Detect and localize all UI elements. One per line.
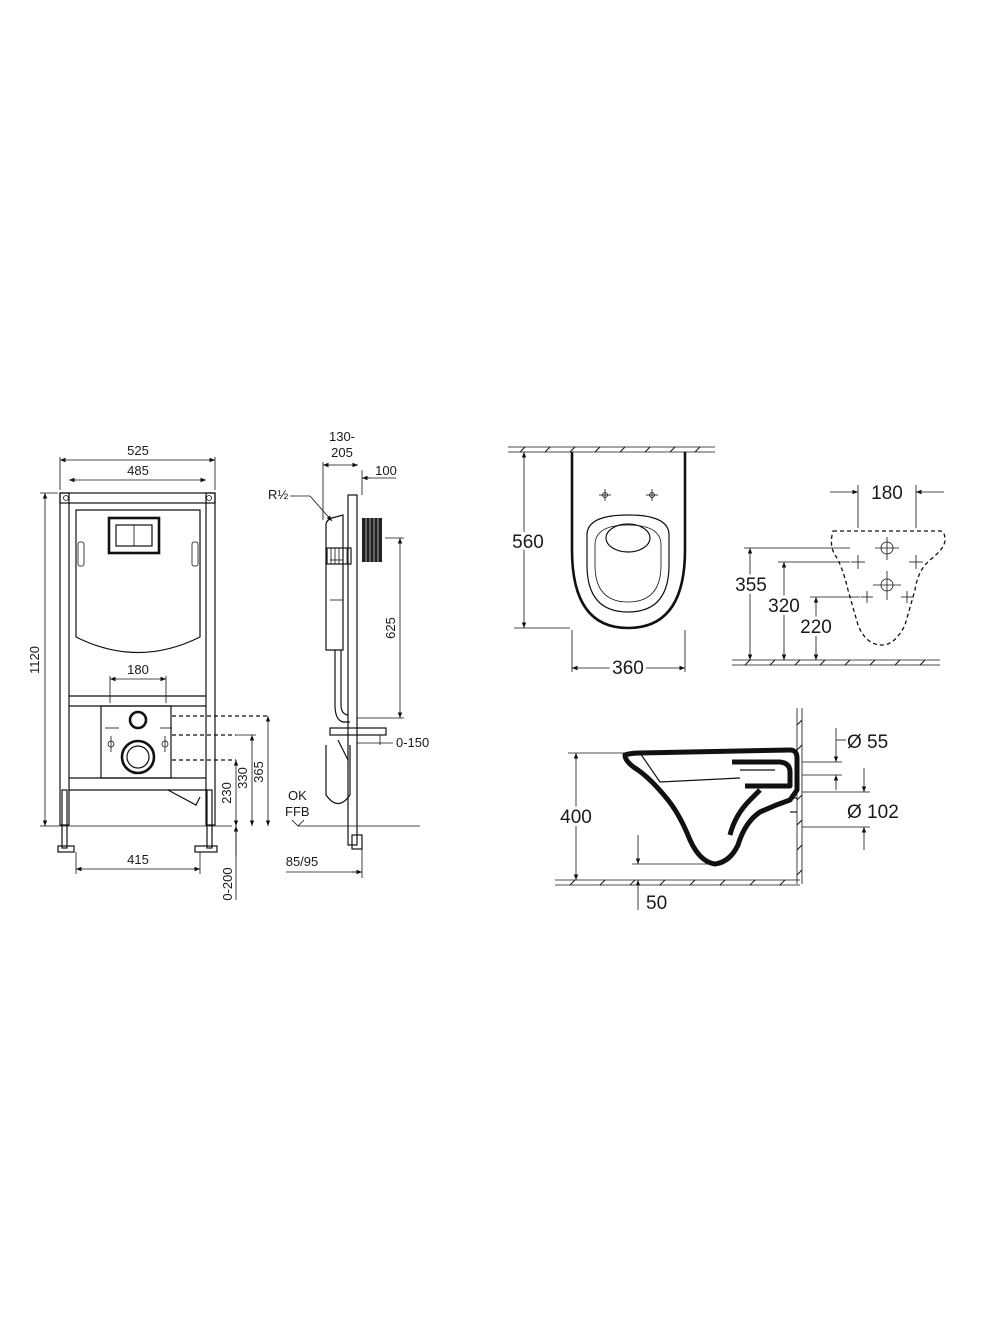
dim-625: 625: [383, 617, 398, 639]
dim-180-holes: 180: [871, 483, 903, 504]
dim-85-95: 85/95: [286, 854, 319, 869]
side-view-dimensions: 130- 205 100 R½ 625 0-150 OK FFB 85/95: [268, 429, 429, 878]
dim-diameter-55: Ø 55: [847, 732, 888, 753]
dim-0-150: 0-150: [396, 735, 429, 750]
section-view-dimensions: 400 Ø 55 Ø 102 50: [557, 728, 902, 914]
top-view-dimensions: 560 360: [509, 452, 686, 682]
dim-415: 415: [127, 852, 149, 867]
dim-50: 50: [646, 893, 667, 914]
dim-230: 230: [219, 782, 234, 804]
dim-365: 365: [251, 761, 266, 783]
side-view-frame: [298, 494, 420, 850]
dim-320: 320: [768, 596, 800, 617]
floor-label-ok: OK: [288, 788, 307, 803]
dim-220: 220: [800, 617, 832, 638]
front-view-frame: [40, 492, 268, 853]
top-view-bowl: [508, 446, 715, 630]
floor-label-ffb: FFB: [285, 804, 310, 819]
section-view-bowl: [555, 708, 803, 886]
dim-0-200: 0-200: [220, 867, 235, 900]
dim-485: 485: [127, 463, 149, 478]
dim-355: 355: [735, 575, 767, 596]
front-view-dimensions: 525 485 1120 180 230 330 365 415 0-200: [27, 443, 271, 901]
dim-360: 360: [612, 658, 644, 679]
dim-560: 560: [512, 532, 544, 553]
dim-1120: 1120: [27, 646, 42, 674]
dim-400: 400: [560, 807, 592, 828]
dim-diameter-102: Ø 102: [847, 802, 899, 823]
dim-100: 100: [375, 463, 397, 478]
dim-130-205: 130-: [329, 429, 355, 444]
thread-r-half: R½: [268, 487, 288, 502]
hole-pattern-dimensions: 180 355 320 220: [732, 483, 944, 660]
svg-text:205: 205: [331, 445, 353, 460]
dim-525: 525: [127, 443, 149, 458]
dim-180-front: 180: [127, 662, 149, 677]
hole-pattern-view: [732, 530, 946, 666]
dim-330: 330: [235, 767, 250, 789]
